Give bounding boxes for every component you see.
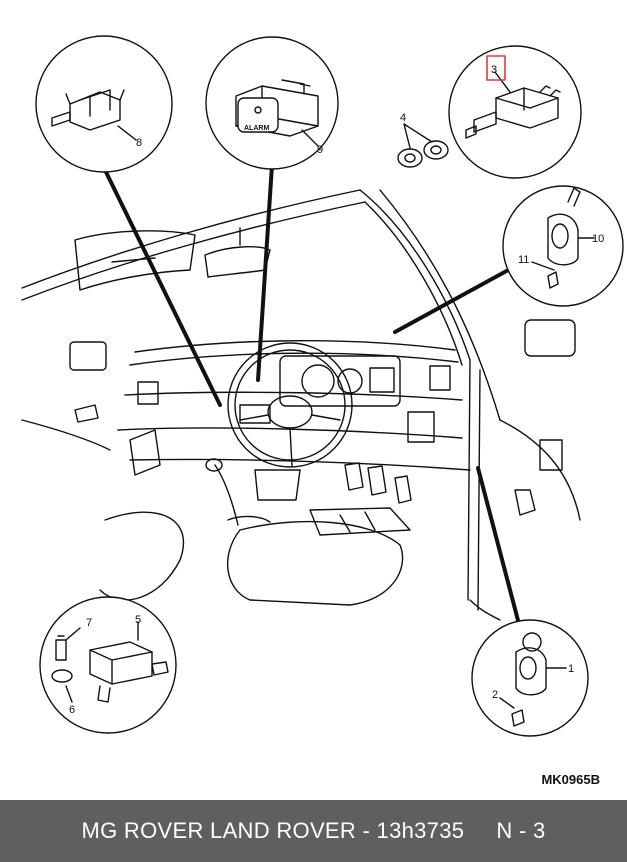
part-number-11: 11 [518,254,529,266]
part-number-7: 7 [86,617,92,629]
callout-circle-1 [471,619,589,737]
part-number-1: 1 [568,663,574,675]
footer-text: MG ROVER LAND ROVER - 13h3735 N - 3 [81,818,546,843]
part-number-5: 5 [135,614,141,626]
part-number-9: 9 [317,144,323,156]
car-interior-sketch [21,189,581,621]
callout-circle-5 [39,596,177,734]
part-number-6: 6 [69,704,75,716]
callout-circle-10 [502,185,624,307]
parts-diagram: 1 2 3 4 5 6 7 8 9 10 11 ALARM [21,35,624,737]
part-number-3: 3 [491,64,497,76]
part-number-2: 2 [492,689,498,701]
part-number-4: 4 [400,112,406,124]
footer-bar: MG ROVER LAND ROVER - 13h3735 N - 3 [0,800,627,862]
leader-lines [103,163,522,630]
part-number-8: 8 [136,137,142,149]
part-number-labels: 1 2 3 4 5 6 7 8 9 10 11 ALARM [69,64,604,716]
callout-circle-9 [205,36,339,170]
callout-circle-8 [35,35,173,173]
diagram-code: MK0965B [541,772,600,787]
nuts-part-4 [397,123,449,168]
callout-circle-3 [448,45,582,179]
part-number-10: 10 [592,233,604,245]
alarm-button-text: ALARM [244,125,269,132]
